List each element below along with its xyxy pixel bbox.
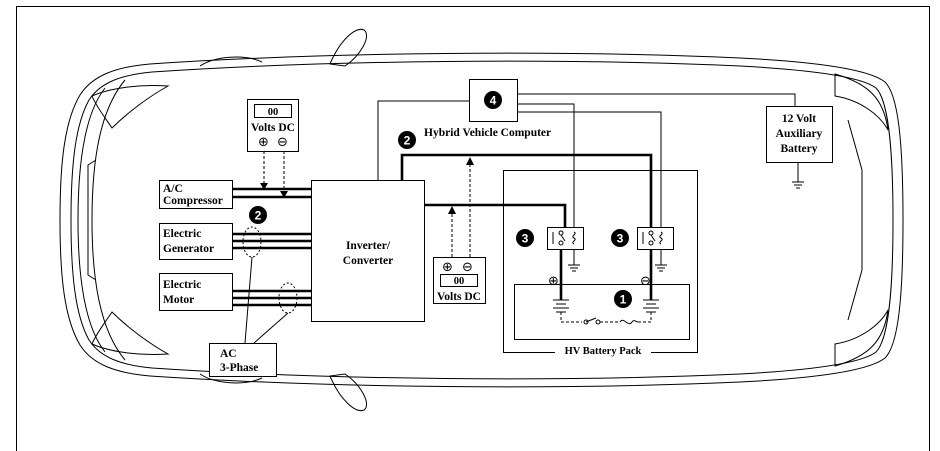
callout-3-right: 3	[611, 229, 629, 247]
relay-left	[547, 227, 584, 250]
svg-text:2: 2	[255, 209, 262, 223]
generator-phase-ellipse	[242, 226, 262, 258]
aux-battery-line1: 12 Volt	[782, 113, 816, 125]
callout-4: 4	[484, 91, 502, 109]
battery-cells	[553, 299, 659, 325]
ac-compressor-line1: A/C	[163, 183, 183, 195]
ac-3phase-line1: AC	[220, 348, 237, 360]
meter-top-reading: 00	[268, 107, 279, 118]
svg-text:4: 4	[490, 94, 497, 108]
phase-pointer-1	[244, 256, 253, 344]
meter-top-minus: ⊖	[277, 135, 288, 150]
figure-frame	[16, 6, 930, 451]
meter-bottom-reading: 00	[454, 276, 465, 287]
generator-line2: Generator	[163, 243, 214, 255]
svg-text:2: 2	[404, 134, 411, 148]
svg-text:3: 3	[522, 232, 529, 246]
meter-bottom-plus: ⊕	[442, 260, 453, 275]
car-outline	[59, 28, 904, 412]
meter-bottom-minus: ⊖	[462, 260, 473, 275]
aux-battery-line3: Battery	[780, 143, 817, 155]
ac-3phase-line2: 3-Phase	[220, 362, 258, 374]
voltmeter-top: 00 Volts DC ⊕ ⊖	[247, 99, 299, 198]
hv-enclosure	[503, 170, 698, 353]
callout-3-left: 3	[516, 229, 534, 247]
voltmeter-bottom: ⊕ ⊖ 00 Volts DC	[433, 157, 486, 304]
callout-2-generator: 2	[249, 206, 267, 224]
electric-generator-box	[159, 223, 233, 260]
relay-right	[637, 227, 674, 250]
svg-text:3: 3	[617, 232, 624, 246]
svg-text:1: 1	[620, 293, 627, 307]
hybrid-computer-label: Hybrid Vehicle Computer	[424, 127, 551, 139]
inverter-label-line1: Inverter/	[346, 240, 391, 252]
hv-label-bg	[555, 343, 651, 357]
meter-bottom-unit: Volts DC	[437, 291, 481, 303]
phase-pointer-2	[253, 312, 289, 344]
meter-top-plus: ⊕	[258, 135, 269, 150]
ac-3phase-box	[209, 343, 277, 377]
ac-compressor-box	[159, 180, 233, 209]
motor-line2: Motor	[163, 294, 194, 306]
battery-minus-symbol: ⊖	[640, 274, 651, 289]
motor-line1: Electric	[163, 279, 201, 291]
callout-2-computer: 2	[398, 131, 416, 149]
callout-1: 1	[614, 290, 632, 308]
aux-battery-box	[766, 106, 833, 163]
hv-battery-pack-label: HV Battery Pack	[565, 346, 642, 357]
battery-plus-symbol: ⊕	[548, 274, 559, 289]
inverter-converter-box	[311, 180, 425, 322]
wiring	[232, 93, 804, 307]
electric-motor-box	[159, 273, 233, 311]
aux-battery-line2: Auxiliary	[776, 128, 823, 140]
generator-line1: Electric	[163, 228, 201, 240]
inverter-label-line2: Converter	[343, 255, 393, 267]
hv-battery-pack-box	[514, 284, 690, 340]
meter-top-unit: Volts DC	[251, 122, 295, 134]
ac-compressor-line2: Compressor	[163, 195, 223, 207]
motor-phase-ellipse	[278, 282, 298, 314]
